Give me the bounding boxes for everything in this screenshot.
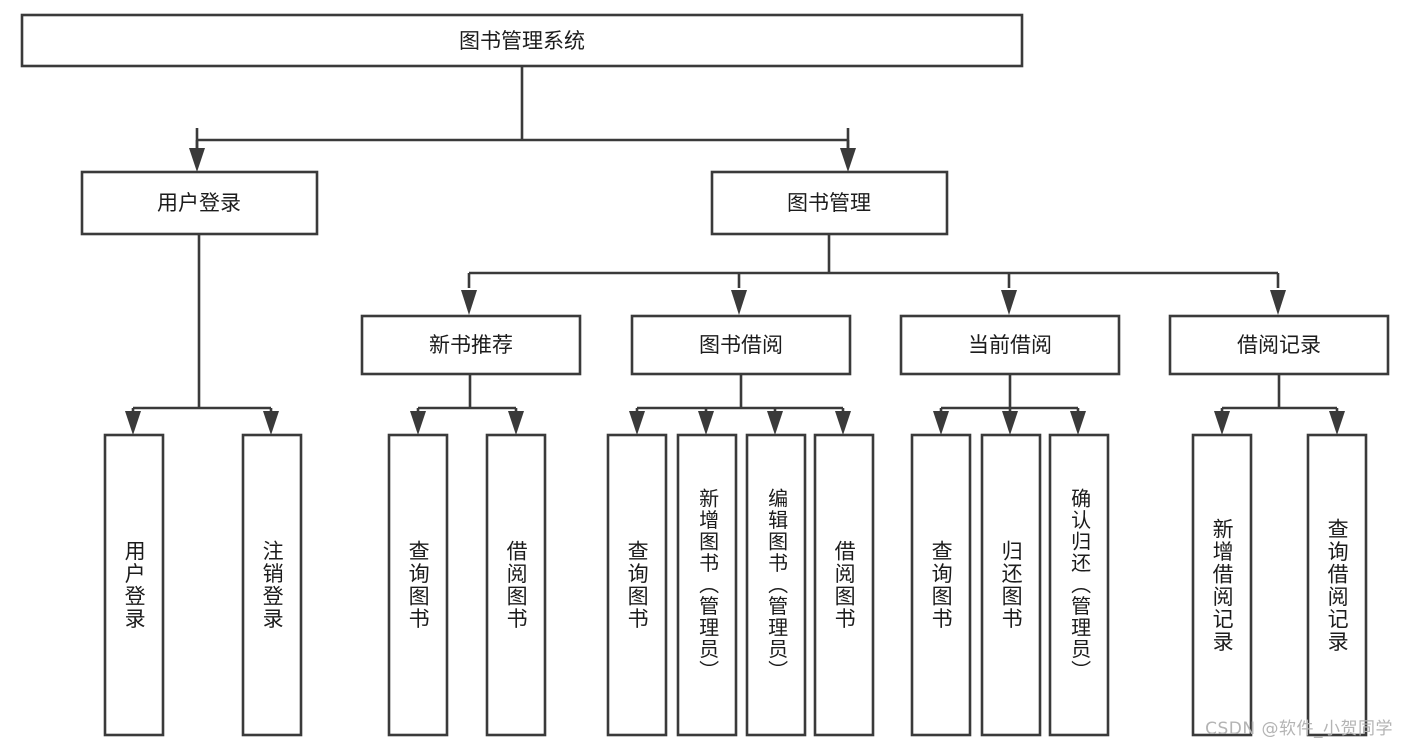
leaf-label-borrow-book-1: 借阅图书 bbox=[504, 540, 529, 630]
leaf-label-add-book: 新增图书（管理员） bbox=[695, 488, 720, 682]
node-borrow-record[interactable] bbox=[1168, 314, 1390, 376]
connector-root-to-level2 bbox=[189, 66, 856, 172]
leaf-label-logout-login: 注销登录 bbox=[260, 540, 285, 630]
leaf-label-edit-book: 编辑图书（管理员） bbox=[764, 488, 789, 682]
leaf-text-wrap-borrow-book-1: 借阅图书 bbox=[487, 435, 545, 735]
node-current-borrow-label: 当前借阅 bbox=[968, 333, 1052, 357]
leaf-text-wrap-query-book-1: 查询图书 bbox=[389, 435, 447, 735]
leaf-label-query-book-3: 查询图书 bbox=[929, 540, 954, 630]
node-user-login-label: 用户登录 bbox=[157, 191, 241, 215]
leaf-box-query-book-3[interactable] bbox=[910, 433, 972, 737]
leaf-box-add-book[interactable] bbox=[676, 433, 738, 737]
node-current-borrow[interactable] bbox=[899, 314, 1121, 376]
node-new-book-recommend-label: 新书推荐 bbox=[429, 333, 513, 357]
node-borrow-record-label: 借阅记录 bbox=[1237, 333, 1321, 357]
connector-userlogin-to-leaves bbox=[125, 234, 279, 435]
leaf-text-wrap-logout-login: 注销登录 bbox=[243, 435, 301, 735]
leaf-label-return-book: 归还图书 bbox=[999, 540, 1024, 630]
node-root-label: 图书管理系统 bbox=[459, 29, 585, 53]
node-book-management[interactable] bbox=[710, 170, 949, 236]
leaf-label-query-book-1: 查询图书 bbox=[406, 540, 431, 630]
connector-borrowrecord-to-leaves bbox=[1214, 374, 1345, 435]
leaf-text-wrap-query-book-3: 查询图书 bbox=[912, 435, 970, 735]
connector-currentborrow-to-leaves bbox=[933, 374, 1086, 435]
node-new-book-recommend[interactable] bbox=[360, 314, 582, 376]
leaf-text-wrap-confirm-return: 确认归还（管理员） bbox=[1050, 435, 1108, 735]
leaf-box-return-book[interactable] bbox=[980, 433, 1042, 737]
leaf-text-wrap-user-login: 用户登录 bbox=[105, 435, 163, 735]
leaf-box-add-record[interactable] bbox=[1191, 433, 1253, 737]
leaf-text-wrap-return-book: 归还图书 bbox=[982, 435, 1040, 735]
leaf-box-edit-book[interactable] bbox=[745, 433, 807, 737]
leaf-box-borrow-book-2[interactable] bbox=[813, 433, 875, 737]
leaf-label-add-record: 新增借阅记录 bbox=[1210, 517, 1235, 653]
leaf-text-wrap-add-record: 新增借阅记录 bbox=[1193, 435, 1251, 735]
leaf-box-user-login[interactable] bbox=[103, 433, 165, 737]
node-book-borrow[interactable] bbox=[630, 314, 852, 376]
leaf-box-confirm-return[interactable] bbox=[1048, 433, 1110, 737]
connector-bookborrow-to-leaves bbox=[629, 374, 851, 435]
node-root-book-management-system[interactable] bbox=[20, 13, 1024, 68]
leaf-box-query-book-2[interactable] bbox=[606, 433, 668, 737]
node-book-borrow-label: 图书借阅 bbox=[699, 333, 783, 357]
node-book-management-label: 图书管理 bbox=[787, 191, 871, 215]
leaf-label-borrow-book-2: 借阅图书 bbox=[832, 540, 857, 630]
leaf-box-query-record[interactable] bbox=[1306, 433, 1368, 737]
connector-bookmgmt-to-level3 bbox=[461, 234, 1286, 315]
leaf-text-wrap-query-record: 查询借阅记录 bbox=[1308, 435, 1366, 735]
leaf-text-wrap-borrow-book-2: 借阅图书 bbox=[815, 435, 873, 735]
csdn-watermark: CSDN @软件_小贺同学 bbox=[1205, 719, 1393, 739]
leaf-text-wrap-add-book: 新增图书（管理员） bbox=[678, 435, 736, 735]
leaf-label-user-login: 用户登录 bbox=[122, 540, 147, 630]
leaf-label-query-book-2: 查询图书 bbox=[625, 540, 650, 630]
leaf-text-wrap-edit-book: 编辑图书（管理员） bbox=[747, 435, 805, 735]
leaf-label-query-record: 查询借阅记录 bbox=[1325, 517, 1350, 653]
leaf-label-confirm-return: 确认归还（管理员） bbox=[1067, 488, 1092, 682]
node-user-login[interactable] bbox=[80, 170, 319, 236]
connector-newbook-to-leaves bbox=[410, 374, 524, 435]
leaf-box-borrow-book-1[interactable] bbox=[485, 433, 547, 737]
leaf-text-wrap-query-book-2: 查询图书 bbox=[608, 435, 666, 735]
leaf-box-logout-login[interactable] bbox=[241, 433, 303, 737]
leaf-box-query-book-1[interactable] bbox=[387, 433, 449, 737]
